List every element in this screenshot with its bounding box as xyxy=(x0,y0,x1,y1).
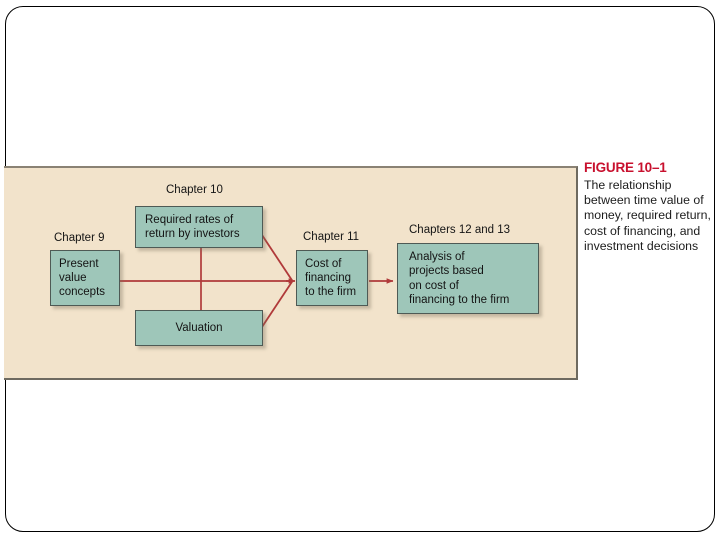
node-text-analysis-of-projects: Analysis of projects based on cost of fi… xyxy=(409,251,510,306)
node-label-chapter-11: Chapter 11 xyxy=(303,231,360,243)
node-text-present-value-concepts: Present value concepts xyxy=(59,257,106,299)
node-label-chapters-12-and-13: Chapters 12 and 13 xyxy=(409,224,511,236)
node-box-valuation: Valuation xyxy=(135,310,263,346)
figure-number: FIGURE 10–1 xyxy=(584,160,667,175)
node-box-cost-of-financing: Cost of financing to the firm xyxy=(296,250,368,306)
node-box-analysis-of-projects: Analysis of projects based on cost of fi… xyxy=(397,243,539,314)
figure-caption-text: The relationship between time value of m… xyxy=(584,178,711,253)
node-text-required-rates-of-return: Required rates of return by investors xyxy=(145,213,240,240)
node-box-required-rates-of-return: Required rates of return by investors xyxy=(135,206,263,248)
node-text-valuation: Valuation xyxy=(175,321,223,334)
node-label-chapter-10: Chapter 10 xyxy=(166,184,223,196)
node-label-chapter-9: Chapter 9 xyxy=(54,232,105,244)
node-box-present-value-concepts: Present value concepts xyxy=(50,250,120,306)
node-text-cost-of-financing: Cost of financing to the firm xyxy=(305,257,357,299)
figure-caption-block: FIGURE 10–1 The relationship between tim… xyxy=(584,160,718,254)
